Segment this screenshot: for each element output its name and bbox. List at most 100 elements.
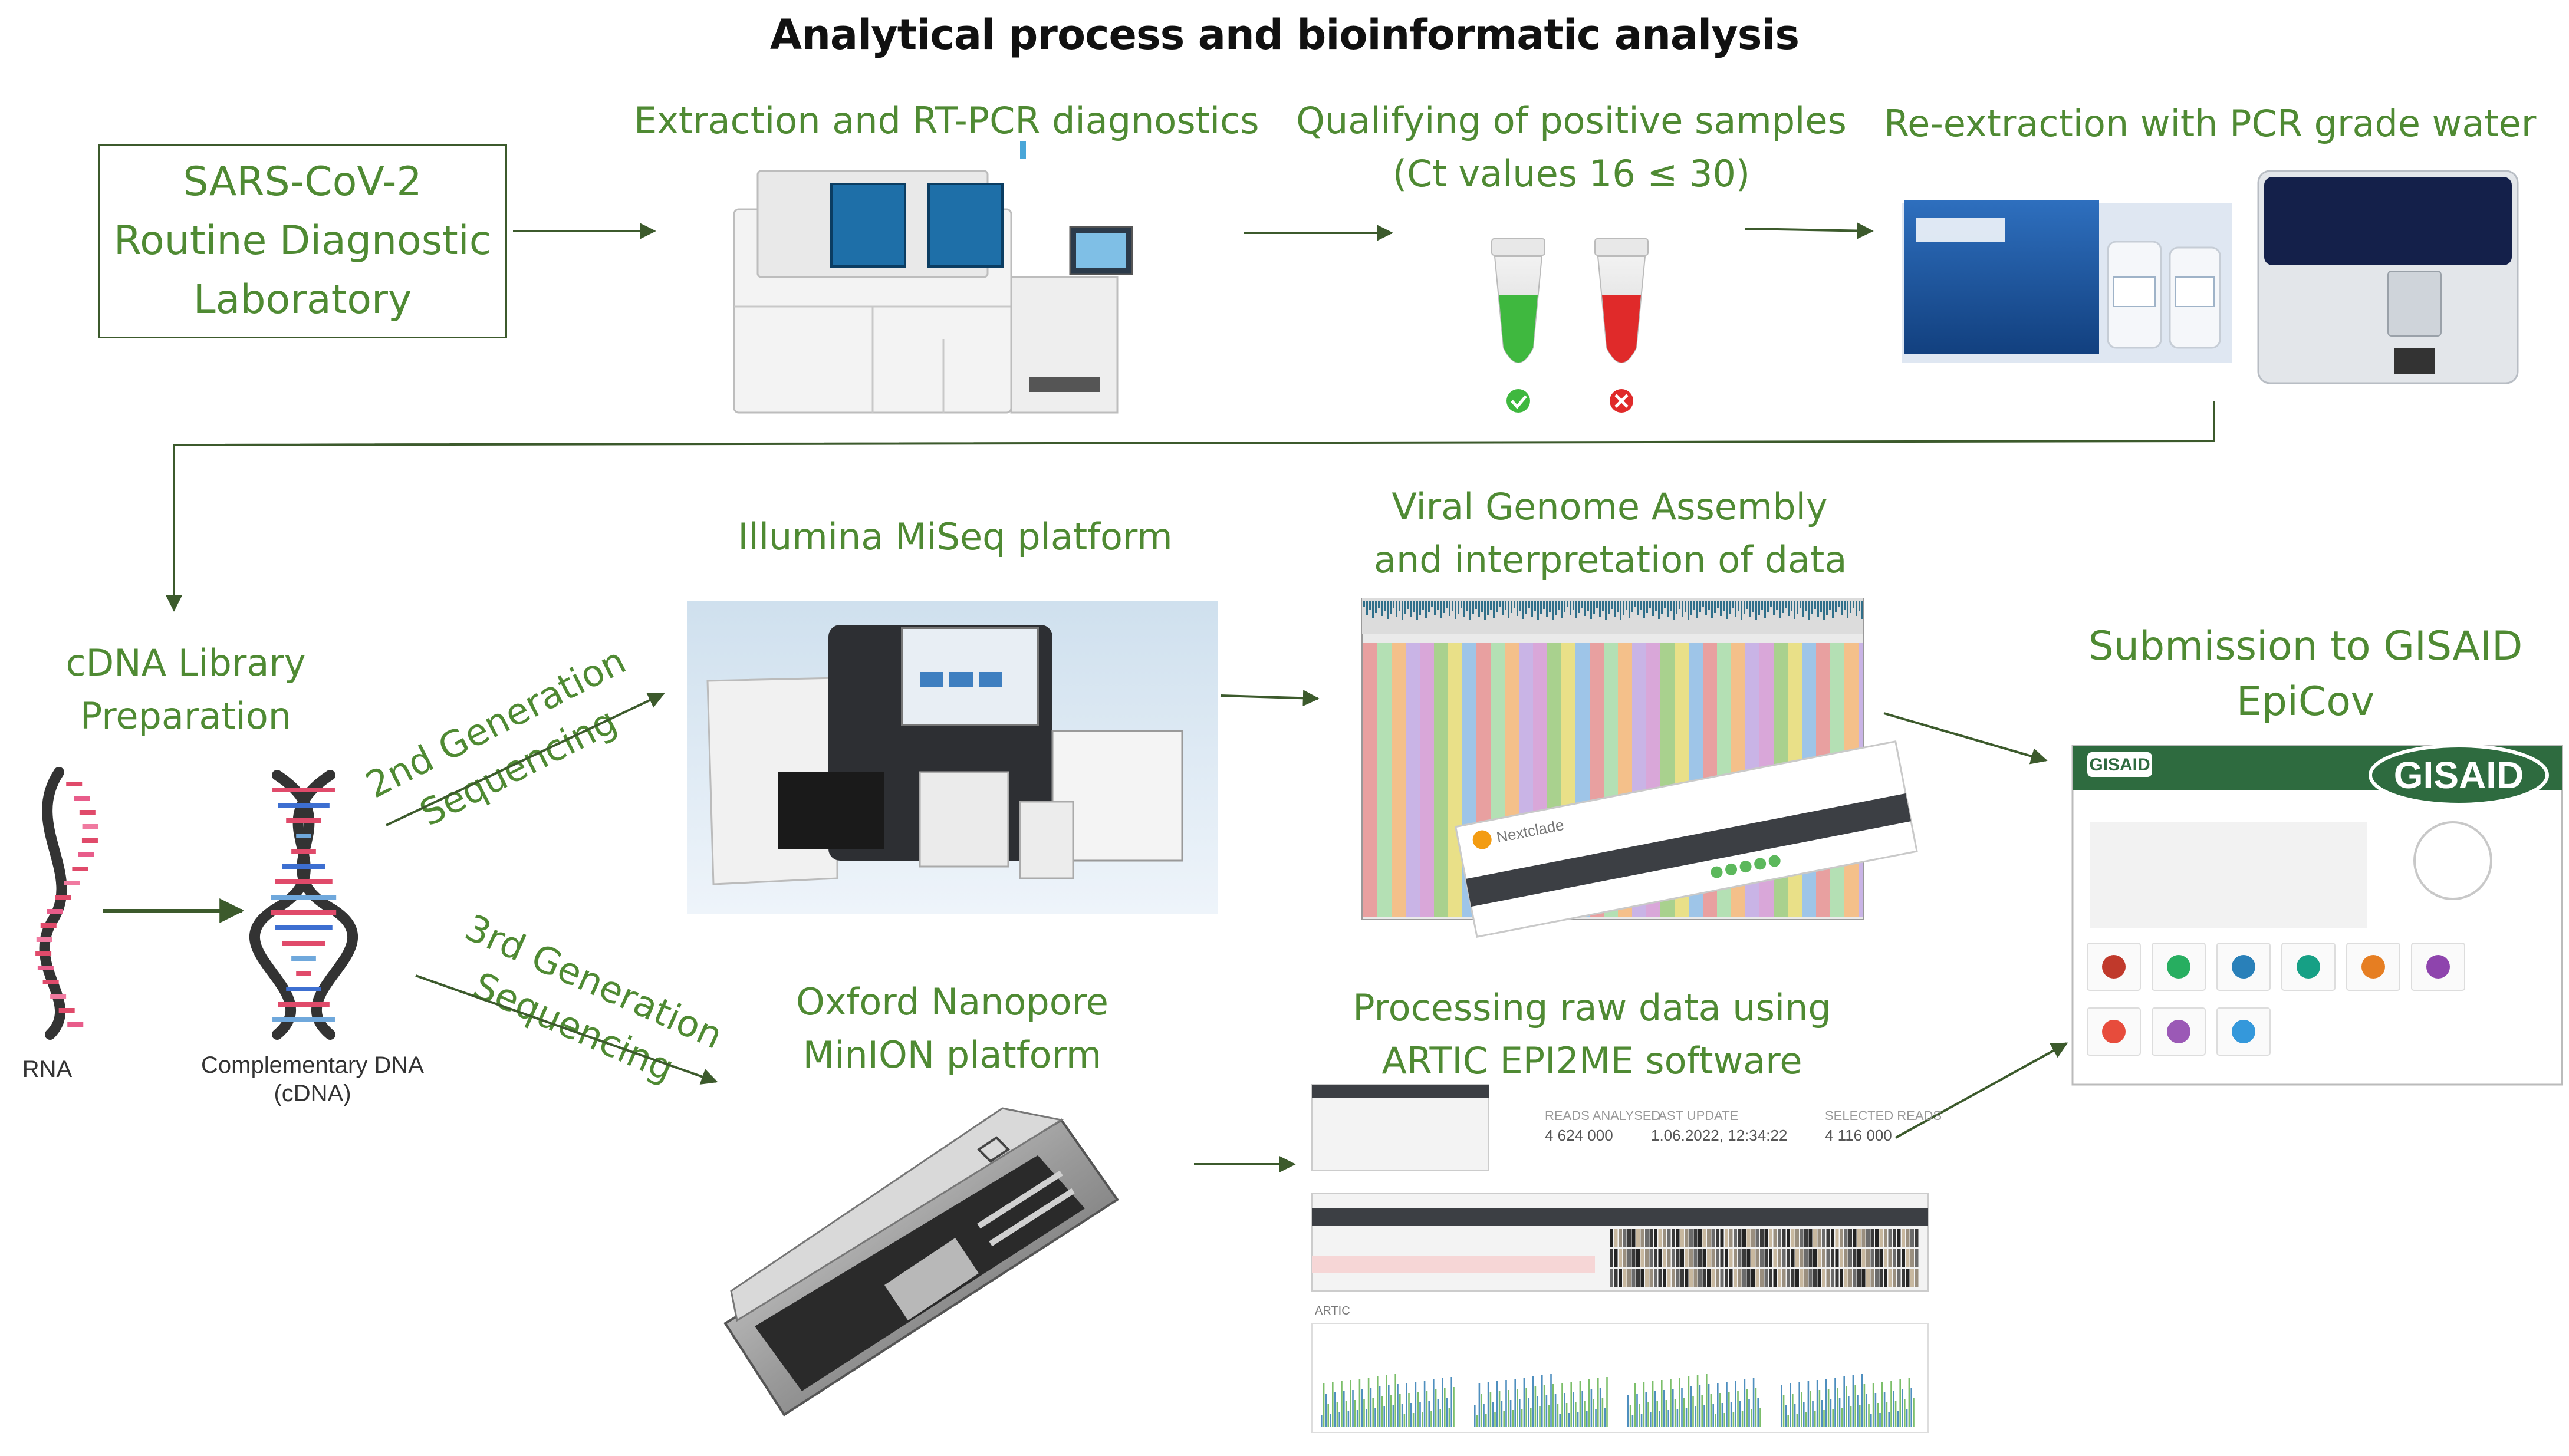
alignment-column [1425, 643, 1429, 917]
heat-cell [1902, 1229, 1905, 1247]
coverage-bar [1814, 601, 1816, 609]
coverage-bar [1408, 1393, 1410, 1427]
coverage-bar [1586, 1411, 1588, 1427]
heat-cell [1711, 1269, 1715, 1287]
heat-cell [1640, 1269, 1644, 1287]
alignment-column [1439, 643, 1443, 917]
artic-stat-label: SELECTED READS [1825, 1108, 1942, 1123]
coverage-bar [1796, 1414, 1798, 1427]
alignment-column [1575, 643, 1580, 917]
coverage-bar [1476, 1415, 1478, 1427]
artic-mutation-grid [1610, 1229, 1919, 1287]
coverage-bar [1356, 1410, 1358, 1427]
alignment-column [1406, 643, 1410, 917]
coverage-bar [1350, 1380, 1351, 1427]
heat-cell [1645, 1229, 1649, 1247]
coverage-bar [1803, 1402, 1805, 1427]
step-illumina-label: Illumina MiSeq platform [725, 510, 1185, 564]
coverage-bar [1561, 1383, 1563, 1427]
coverage-bar [1575, 601, 1577, 618]
coverage-bar [1679, 601, 1680, 609]
coverage-bar [1521, 1409, 1523, 1427]
heat-cell [1667, 1269, 1671, 1287]
coverage-bar [1525, 601, 1527, 614]
coverage-bar [1493, 601, 1495, 618]
coverage-bar [1850, 601, 1851, 613]
heat-cell [1707, 1269, 1711, 1287]
gisaid-epicov-page-image: GISAID GISAID [2071, 744, 2563, 1086]
heat-cell [1720, 1249, 1724, 1267]
rna-bases [35, 782, 98, 1027]
heat-cell [1645, 1249, 1649, 1267]
heat-cell [1822, 1229, 1825, 1247]
coverage-bar [1672, 1389, 1674, 1427]
heat-cell [1835, 1249, 1839, 1267]
heat-cell [1614, 1249, 1618, 1267]
coverage-bar [1428, 1401, 1430, 1427]
heat-cell [1734, 1249, 1737, 1267]
heat-cell [1782, 1249, 1786, 1267]
coverage-bar [1494, 1412, 1496, 1427]
alignment-column [1476, 643, 1481, 917]
heat-cell [1631, 1249, 1636, 1267]
heat-cell [1729, 1269, 1733, 1287]
alignment-column [1392, 643, 1396, 917]
heat-cell [1711, 1249, 1715, 1267]
coverage-bar [1437, 601, 1439, 610]
alignment-column [1585, 643, 1590, 917]
coverage-bar [1543, 601, 1545, 609]
coverage-bar [1446, 1398, 1448, 1427]
heat-cell [1884, 1269, 1887, 1287]
coverage-bar [1579, 1381, 1581, 1427]
coverage-bar [1710, 1394, 1712, 1427]
heat-cell [1672, 1269, 1675, 1287]
coverage-bar [1879, 1413, 1881, 1427]
heat-cell [1698, 1269, 1702, 1287]
heat-cell [1738, 1249, 1742, 1267]
heat-cell [1778, 1269, 1781, 1287]
coverage-bar [1755, 1388, 1757, 1427]
coverage-bar [1581, 1391, 1583, 1427]
coverage-bar [1752, 1378, 1755, 1427]
coverage-bar [1487, 601, 1489, 615]
coverage-bar [1741, 601, 1742, 620]
heat-cell [1893, 1269, 1896, 1287]
heat-cell [1698, 1249, 1702, 1267]
coverage-bar [1692, 1396, 1694, 1427]
coverage-bar [1406, 1383, 1407, 1427]
heat-cell [1915, 1229, 1919, 1247]
coverage-bar [1872, 1383, 1874, 1427]
heat-cell [1729, 1229, 1733, 1247]
heat-cell [1751, 1249, 1755, 1267]
step-extraction-label: Extraction and RT-PCR diagnostics [634, 94, 1259, 147]
coverage-bar [1440, 601, 1442, 618]
alignment-column [1481, 643, 1486, 917]
coverage-bar [1749, 601, 1751, 617]
coverage-bar [1449, 601, 1450, 616]
heat-cell [1769, 1229, 1772, 1247]
heat-cell [1619, 1269, 1622, 1287]
coverage-bar [1528, 601, 1530, 608]
coverage-bar [1363, 601, 1365, 607]
coverage-bar [1841, 601, 1843, 615]
coverage-bar [1604, 1408, 1606, 1427]
coverage-bar [1519, 601, 1521, 611]
coverage-bar [1817, 601, 1819, 617]
heat-cell [1893, 1249, 1896, 1267]
coverage-bar [1752, 601, 1754, 612]
alignment-column [1443, 643, 1448, 917]
coverage-bar [1827, 1389, 1830, 1427]
coverage-bar [1575, 1402, 1577, 1427]
coverage-bar [1614, 601, 1616, 617]
coverage-bar [1481, 601, 1483, 612]
coverage-bar [1386, 1375, 1387, 1427]
coverage-bar [1390, 601, 1392, 614]
coverage-bar [1475, 601, 1477, 609]
heat-cell [1800, 1229, 1804, 1247]
heat-cell [1826, 1269, 1830, 1287]
heat-cell [1791, 1269, 1795, 1287]
coverage-bar [1523, 1378, 1525, 1427]
coverage-bar [1820, 601, 1822, 612]
coverage-bar [1606, 1377, 1608, 1427]
heat-cell [1689, 1269, 1693, 1287]
